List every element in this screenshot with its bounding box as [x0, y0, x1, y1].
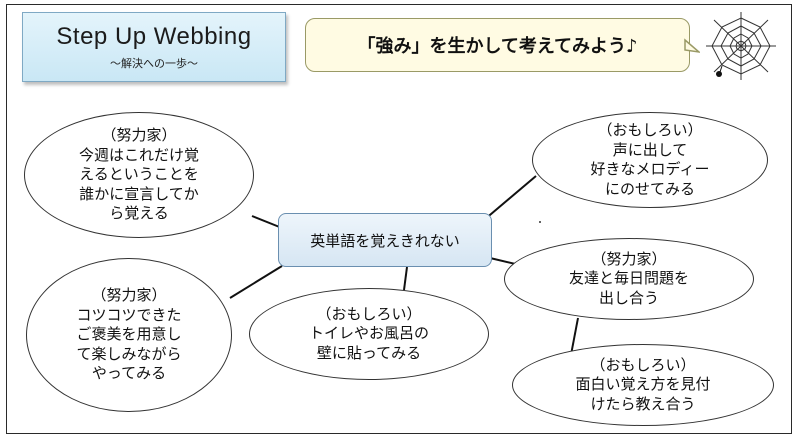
- stray-dot: [539, 221, 541, 223]
- idea-node-3: （おもしろい） トイレやお風呂の 壁に貼ってみる: [249, 288, 489, 380]
- title-box: Step Up Webbing 〜解決への一歩〜: [22, 12, 286, 82]
- connector-n3: [403, 266, 408, 291]
- title-sub: 〜解決への一歩〜: [110, 57, 198, 70]
- banner-tail: [684, 38, 700, 53]
- outer-frame: [6, 4, 792, 434]
- connector-n2: [229, 265, 283, 299]
- center-topic: 英単語を覚えきれない: [278, 213, 492, 267]
- title-main: Step Up Webbing: [56, 23, 252, 50]
- idea-node-2: （努力家） コツコツできた ご褒美を用意し て楽しみながら やってみる: [26, 258, 232, 412]
- spider-web-icon: [706, 12, 776, 80]
- connector-n4: [483, 175, 537, 221]
- idea-node-4: （おもしろい） 声に出して 好きなメロディー にのせてみる: [532, 112, 768, 208]
- idea-node-1: （努力家） 今週はこれだけ覚 えるということを 誰かに宣言してか ら覚える: [24, 112, 254, 238]
- connector-n1: [251, 215, 283, 229]
- banner: 「強み」を生かして考えてみよう♪: [305, 18, 690, 72]
- idea-node-5: （努力家） 友達と毎日問題を 出し合う: [504, 238, 754, 320]
- idea-node-6: （おもしろい） 面白い覚え方を見付 けたら教え合う: [512, 344, 774, 426]
